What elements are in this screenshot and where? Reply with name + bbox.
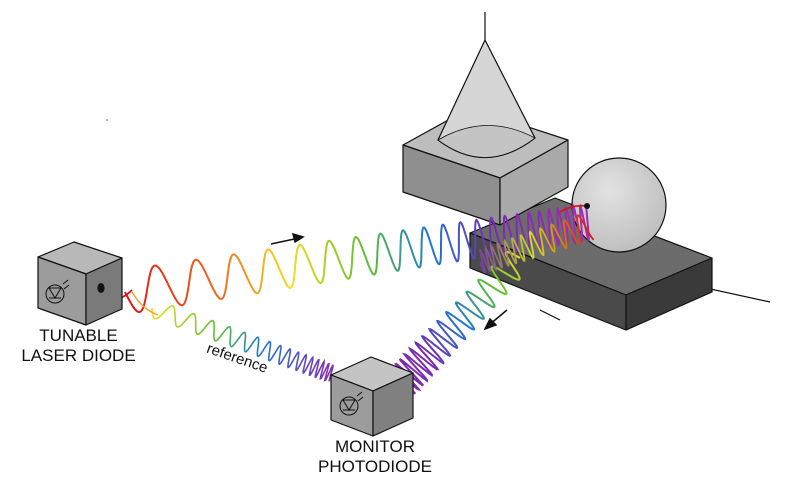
arrow-icon (483, 309, 508, 331)
ground-line (539, 309, 561, 321)
monitor-photodiode-label-line2: PHOTODIODE (318, 457, 432, 476)
laser-diode-label-line1: TUNABLE (39, 326, 118, 345)
stray-dot (106, 119, 108, 121)
reference-beam-wave (151, 305, 334, 382)
scattered-beam-wave (478, 214, 595, 274)
return-beam-wave (390, 250, 521, 395)
monitor-photodiode-label-line1: MONITOR (335, 437, 415, 456)
photodiode-symbol-icon (45, 279, 70, 304)
laser-diode-label-line2: LASER DIODE (21, 346, 136, 365)
monitor-photodiode-label: MONITOR PHOTODIODE (310, 437, 440, 477)
laser-diode-label: TUNABLE LASER DIODE (16, 326, 141, 366)
cone (437, 12, 536, 159)
laser-output-port (97, 283, 105, 293)
monitor-photodiode-cube (330, 356, 414, 437)
arrow-icon (270, 232, 305, 245)
photodiode-symbol-icon (339, 391, 364, 416)
sphere-fiber (559, 204, 587, 213)
sphere (571, 157, 667, 253)
slab-block (469, 197, 713, 331)
laser-diode-cube (37, 241, 123, 326)
sphere-spot (584, 203, 590, 209)
laser-reference-fiber (131, 291, 159, 316)
